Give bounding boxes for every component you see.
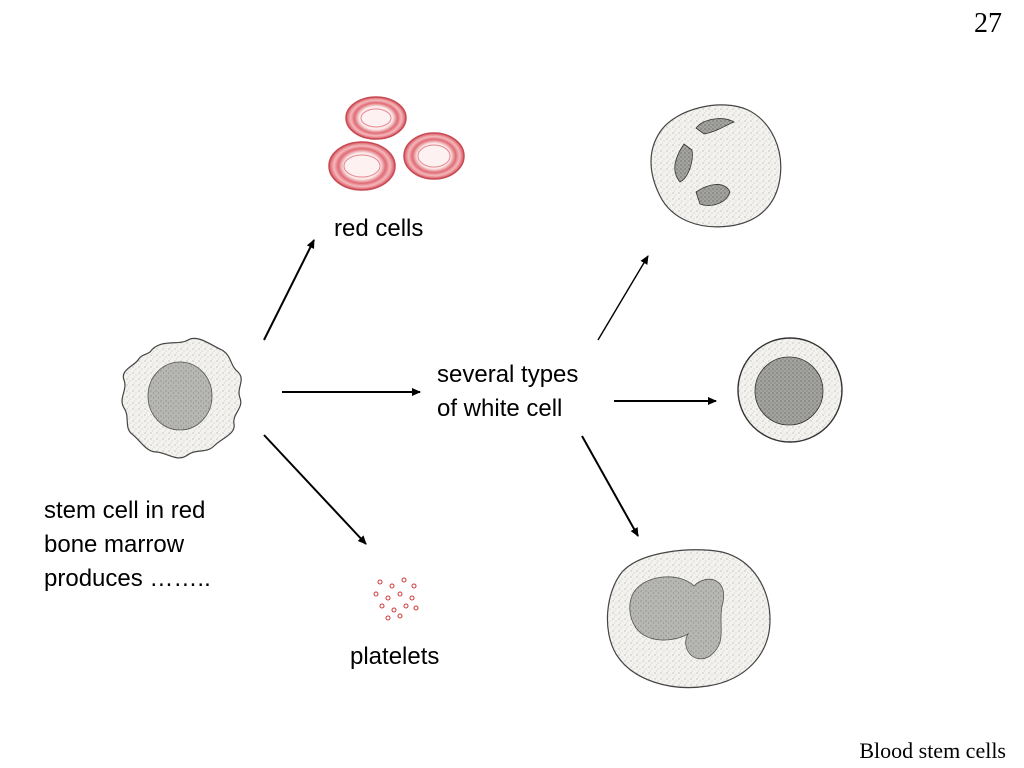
arrow-to-red-cells [263, 239, 315, 341]
stem-cell-illustration [121, 337, 242, 459]
arrows [263, 239, 717, 545]
label-red-cells: red cells [334, 215, 424, 242]
stem-cell-nucleus [147, 361, 213, 431]
label-stem-cell-line2: bone marrow [44, 531, 185, 558]
platelets-illustration [373, 577, 419, 621]
arrow-to-monocyte [581, 435, 639, 537]
white-cell-granulocyte-illustration [650, 104, 782, 228]
arrow-to-granulocyte [597, 255, 649, 341]
red-cells-illustration [328, 96, 465, 191]
label-platelets: platelets [350, 643, 440, 670]
label-white-cells-line2: of white cell [437, 395, 563, 422]
page-number: 27 [974, 8, 1002, 39]
label-stem-cell-line3: produces …….. [44, 565, 211, 592]
footer-title: Blood stem cells [859, 738, 1006, 763]
white-cell-monocyte-illustration [606, 549, 771, 689]
label-white-cells-line1: several types [437, 361, 579, 388]
arrow-to-platelets [263, 434, 367, 545]
label-stem-cell-line1: stem cell in red [44, 497, 206, 524]
white-cell-lymphocyte-illustration [737, 337, 843, 443]
